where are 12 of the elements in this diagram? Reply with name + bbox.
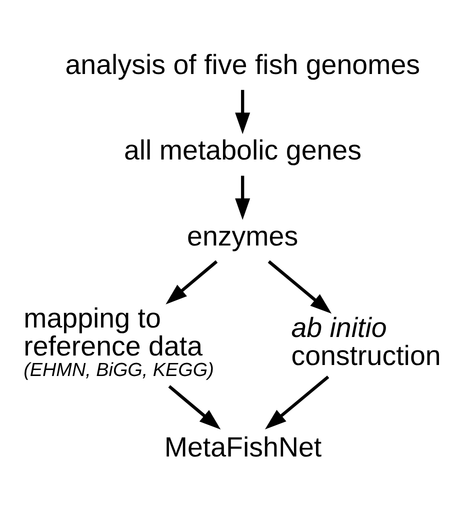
arrow bbox=[166, 260, 218, 304]
arrow bbox=[168, 384, 221, 430]
arrow bbox=[235, 175, 250, 220]
arrow bbox=[264, 375, 330, 429]
node-text: enzymes bbox=[187, 220, 298, 252]
node-text: MetaFishNet bbox=[164, 430, 322, 462]
arrow bbox=[235, 89, 250, 134]
node-text: ab initio construction bbox=[291, 312, 441, 370]
node-text: analysis of five fish genomes bbox=[65, 48, 420, 80]
node-text: mapping to reference data (EHMN, BiGG, KEGG) bbox=[24, 302, 214, 381]
arrow bbox=[268, 260, 332, 314]
node-text: all metabolic genes bbox=[124, 134, 362, 166]
